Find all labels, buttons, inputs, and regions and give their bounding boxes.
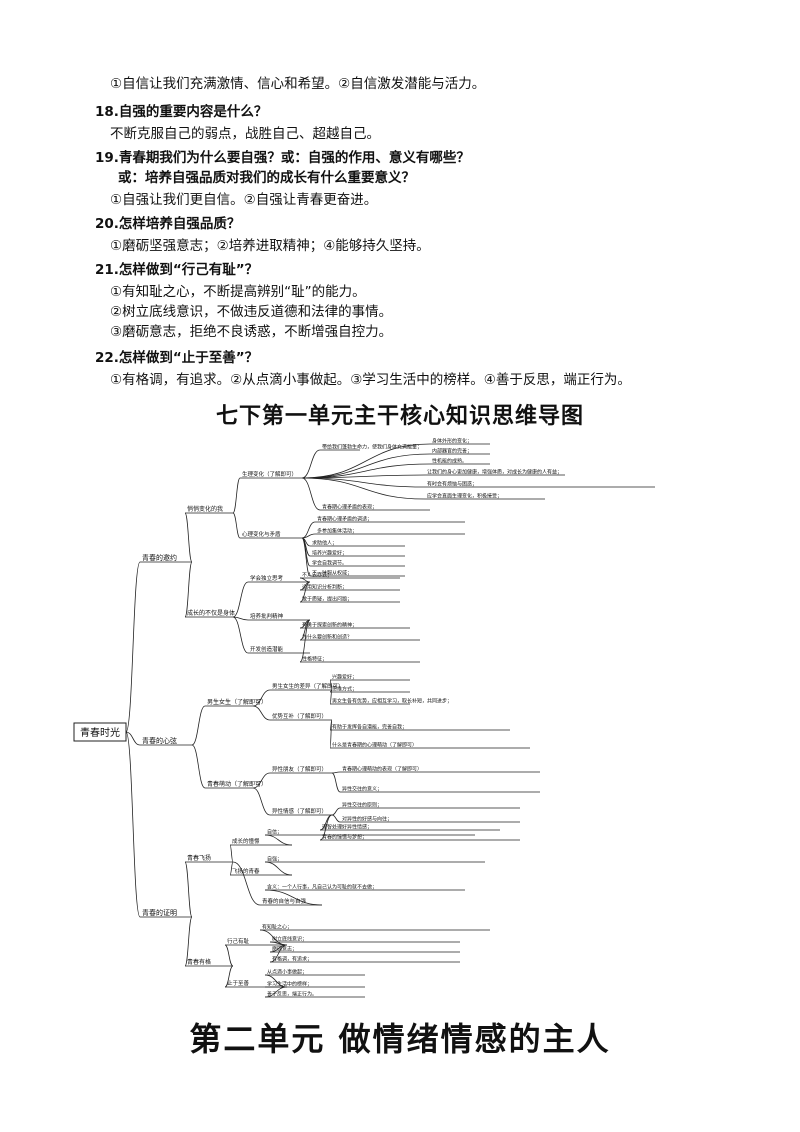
mindmap-leaf-29: 理智处理好异性情感；: [322, 824, 372, 831]
mindmap-leaf-35: 树立底线意识；: [272, 936, 307, 943]
mindmap-leaf-13: 不一味服从权威；: [312, 570, 352, 577]
mindmap-leaf-27: 异性交往的原则；: [342, 802, 382, 809]
mindmap-l2-1: 成长的不仅是身体: [187, 609, 235, 617]
mindmap-leaf-12: 学会自我调节。: [312, 560, 347, 567]
mindmap-leaf-37: 有格调，有追求；: [272, 956, 312, 963]
mindmap-l3-8: 异性情感（了解即可）: [272, 807, 327, 815]
mindmap-l3-0: 生理变化（了解即可）: [242, 470, 297, 478]
mindmap-leaf-39: 学习生活中的榜样；: [267, 981, 312, 988]
mindmap-l3-12: 行己有耻: [227, 937, 250, 945]
mindmap-leaf-7: 青春期心理矛盾的表现；: [322, 504, 377, 511]
mindmap-l2-4: 青春飞扬: [187, 854, 211, 862]
mindmap-leaf-2: 性机能的成熟。: [432, 458, 467, 465]
mindmap-l3-10: 飞扬的青春: [232, 867, 260, 875]
mindmap-leaf-19: 性格特征；: [302, 656, 327, 663]
mindmap-l3-1: 心理变化与矛盾: [242, 530, 281, 538]
mindmap-l2-3: 青春萌动（了解即可）: [207, 780, 267, 788]
mindmap-leaf-6: 应学会直面生理变化，积极接受；: [427, 493, 502, 500]
mindmap-leaf-24: 什么是青春期的心理萌动（了解即可）: [332, 742, 417, 749]
mindmap-title: 七下第一单元主干核心知识思维导图: [215, 404, 584, 429]
mindmap-leaf-16: 敢于质疑，提出问题；: [302, 596, 352, 603]
mindmap-leaf-30: 青春的憧憬与梦想；: [322, 834, 367, 841]
mindmap-leaf-1: 内部器官的完善；: [432, 448, 472, 455]
mindmap-leaf-20: 兴趣爱好；: [332, 674, 357, 681]
mindmap-l2-0: 悄悄变化的我: [187, 505, 223, 513]
answer-22: ①有格调，有追求。②从点滴小事做起。③学习生活中的榜样。④善于反思，端正行为。: [110, 372, 631, 388]
answer-18: 不断克服自己的弱点，战胜自己、超越自己。: [110, 126, 380, 142]
mindmap-leaf-22: 男女生各有优势，应相互学习，取长补短，共同进步；: [332, 698, 452, 705]
mindmap-leaf-36: 磨砺意志；: [272, 946, 297, 953]
question-22: 22.怎样做到“止于至善”？: [95, 350, 259, 366]
mindmap-l3-11: 青春的自信与自强: [262, 897, 307, 905]
question-21: 21.怎样做到“行己有耻”？: [95, 262, 259, 278]
mindmap-leaf-4: 让我们的身心更加健康，增强体质，对成长为健康的人有益；: [427, 469, 562, 476]
mindmap-l1-1: 青春的心弦: [142, 736, 177, 745]
mindmap-leaf-26: 异性交往的意义；: [342, 786, 382, 793]
answer-19: ①自强让我们更自信。②自强让青春更奋进。: [110, 192, 378, 208]
mindmap-l3-2: 学会独立思考: [250, 574, 284, 582]
mindmap-l1-2: 青春的证明: [142, 908, 177, 917]
mindmap-leaf-3: 带给我们蓬勃生命力，使我们身体充满能量；: [322, 444, 422, 451]
question-20: 20.怎样培养自强品质？: [95, 216, 241, 232]
answer-17: ①自信让我们充满激情、信心和希望。②自信激发潜能与活力。: [110, 76, 486, 92]
mindmap-leaf-9: 多参加集体活动；: [317, 528, 357, 535]
unit-2-title: 第二单元 做情绪情感的主人: [189, 1020, 611, 1058]
mindmap-l3-6: 优势互补（了解即可）: [272, 712, 327, 720]
question-18: 18.自强的重要内容是什么？: [95, 104, 268, 120]
mindmap-l3-4: 开发创造潜能: [250, 645, 284, 653]
mindmap-leaf-5: 有时会有烦恼与困惑；: [427, 481, 477, 488]
mindmap-leaf-40: 善于反思，端正行为。: [267, 991, 317, 998]
mindmap-leaf-33: 含义：一个人行事，凡自己认为可耻的就不去做；: [267, 884, 377, 891]
mindmap-leaf-10: 求助他人；: [312, 540, 337, 547]
mindmap-l3-3: 培养批判精神: [250, 612, 284, 620]
mindmap-leaf-11: 培养兴趣爱好；: [312, 550, 347, 557]
mindmap-leaf-15: 运用知识分析判断；: [302, 584, 347, 591]
answer-21-item-2: ②树立底线意识，不做违反道德和法律的事情。: [110, 304, 393, 320]
answer-21-item-1: ①有知耻之心，不断提高辨别“耻”的能力。: [110, 284, 366, 300]
mindmap-leaf-25: 青春期心理萌动的表现（了解即可）: [342, 766, 422, 773]
mindmap-l3-7: 异性朋友（了解即可）: [272, 765, 327, 773]
mindmap-root-label: 青春时光: [80, 726, 120, 739]
mindmap-leaf-21: 思维方式；: [332, 686, 357, 693]
mindmap-l1-0: 青春的邀约: [142, 553, 177, 562]
mindmap-l2-5: 青春有格: [187, 958, 211, 966]
mindmap-l3-9: 成长的憧憬: [232, 837, 260, 845]
question-19-alt: 或：培养自强品质对我们的成长有什么重要意义？: [118, 170, 415, 186]
mindmap-leaf-18: 为什么要创新和创造？: [302, 634, 352, 641]
answer-21-item-3: ③磨砺意志，拒绝不良诱惑，不断增强自控力。: [110, 324, 393, 340]
mindmap-leaf-17: 有勇于探索创新的精神；: [302, 622, 357, 629]
mindmap-leaf-0: 身体外形的变化；: [432, 438, 472, 445]
mindmap-leaf-28: 对异性的好感与向往；: [342, 816, 392, 823]
mindmap-leaf-38: 从点滴小事做起；: [267, 969, 307, 976]
question-19: 19.青春期我们为什么要自强？或：自强的作用、意义有哪些？: [95, 150, 470, 166]
mindmap-leaf-31: 自信；: [267, 829, 282, 836]
mindmap-leaf-14: 不人云亦云；: [302, 572, 332, 579]
mindmap-l3-13: 止于至善: [227, 979, 250, 987]
mindmap-leaf-23: 有助于发挥各自潜能，完善自我；: [332, 724, 407, 731]
mindmap-leaf-8: 青春期心理矛盾的调适；: [317, 516, 372, 523]
mindmap-leaf-34: 有知耻之心；: [262, 924, 292, 931]
mindmap-l3-5: 男生女生的差异（了解即可）: [272, 682, 344, 690]
mindmap-leaf-32: 自强；: [267, 856, 282, 863]
mindmap-l2-2: 男生女生（了解即可）: [207, 698, 267, 706]
answer-20: ①磨砺坚强意志；②培养进取精神；④能够持久坚持。: [110, 238, 430, 254]
